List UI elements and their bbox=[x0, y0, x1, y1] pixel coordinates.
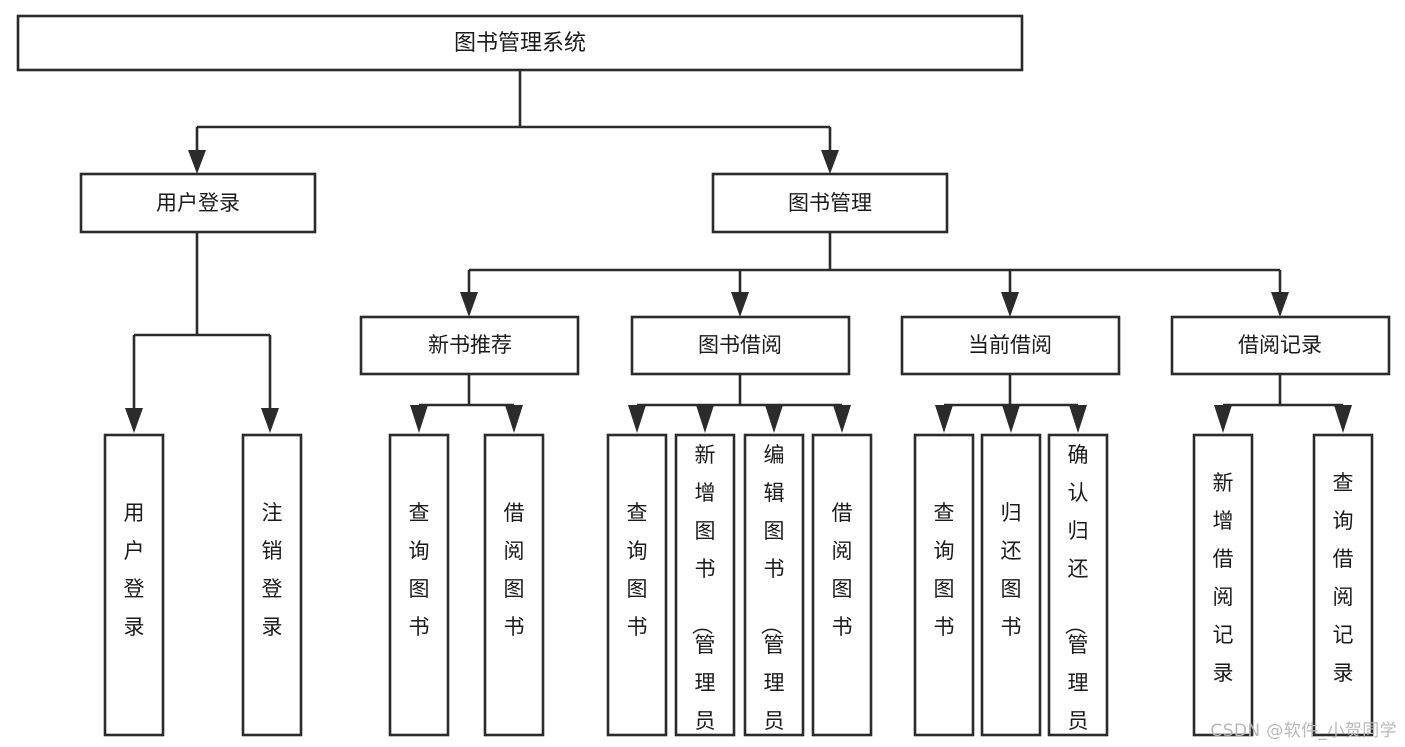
node-leaf-edit-book-box[interactable] bbox=[743, 433, 805, 737]
node-leaf-add-record[interactable]: 新增借阅记录 bbox=[1192, 433, 1254, 737]
node-leaf-add-book[interactable]: 新增图书（管理员） bbox=[674, 433, 736, 747]
node-leaf-add-book-label: 新增图书（管理员） bbox=[690, 443, 716, 747]
node-book-borrow-box[interactable] bbox=[630, 315, 851, 376]
arrow-head-leaf-borrow-book-2 bbox=[833, 405, 851, 433]
arrow-head-book-borrow bbox=[731, 292, 749, 317]
node-current-borrow-box[interactable] bbox=[900, 315, 1121, 376]
node-leaf-query-record-label: 查询借阅记录 bbox=[1333, 471, 1354, 685]
node-root-box[interactable] bbox=[16, 14, 1024, 72]
node-leaf-borrow-book-1-label: 借阅图书 bbox=[504, 501, 525, 639]
node-leaf-query-book-2-label: 查询图书 bbox=[627, 501, 648, 639]
node-borrow-record[interactable]: 借阅记录 bbox=[1170, 315, 1391, 376]
node-current-borrow-label: 当前借阅 bbox=[968, 333, 1052, 357]
node-leaf-return-book[interactable]: 归还图书 bbox=[980, 433, 1042, 737]
arrow-head-leaf-add-record bbox=[1214, 405, 1232, 433]
node-leaf-logout-login[interactable]: 注销登录 bbox=[241, 433, 303, 737]
node-borrow-record-label: 借阅记录 bbox=[1238, 333, 1322, 357]
arrow-head-leaf-query-book-3 bbox=[935, 405, 953, 433]
node-book-management-box[interactable] bbox=[711, 172, 949, 234]
node-leaf-borrow-book-2-box[interactable] bbox=[811, 433, 873, 737]
arrow-head-current-borrow bbox=[1001, 292, 1019, 317]
node-user-login-label: 用户登录 bbox=[156, 191, 240, 215]
node-leaf-query-book-3[interactable]: 查询图书 bbox=[913, 433, 975, 737]
arrow-head-leaf-return-book bbox=[1002, 405, 1020, 433]
node-leaf-borrow-book-1-box[interactable] bbox=[483, 433, 545, 737]
node-leaf-return-book-box[interactable] bbox=[980, 433, 1042, 737]
node-leaf-query-record-box[interactable] bbox=[1312, 433, 1374, 737]
arrow-head-leaf-query-book-2 bbox=[628, 405, 646, 433]
node-book-management[interactable]: 图书管理 bbox=[711, 172, 949, 234]
node-user-login[interactable]: 用户登录 bbox=[79, 172, 317, 234]
node-leaf-logout-login-box[interactable] bbox=[241, 433, 303, 737]
node-leaf-query-book-2[interactable]: 查询图书 bbox=[606, 433, 668, 737]
node-leaf-logout-login-label: 注销登录 bbox=[262, 501, 283, 639]
node-leaf-borrow-book-2-label: 借阅图书 bbox=[832, 501, 853, 639]
arrow-head-leaf-add-book bbox=[696, 405, 714, 433]
node-current-borrow[interactable]: 当前借阅 bbox=[900, 315, 1121, 376]
node-user-login-box[interactable] bbox=[79, 172, 317, 234]
connector-layer bbox=[125, 70, 1352, 433]
arrow-head-leaf-borrow-book-1 bbox=[505, 405, 523, 433]
node-book-management-label: 图书管理 bbox=[788, 191, 872, 215]
arrow-head-leaf-confirm-return bbox=[1069, 405, 1087, 433]
node-leaf-borrow-book-1[interactable]: 借阅图书 bbox=[483, 433, 545, 737]
node-leaf-user-login-box[interactable] bbox=[103, 433, 165, 737]
arrow-head-leaf-logout-login bbox=[261, 408, 279, 433]
node-leaf-return-book-label: 归还图书 bbox=[1001, 501, 1022, 639]
node-leaf-borrow-book-2[interactable]: 借阅图书 bbox=[811, 433, 873, 737]
node-leaf-edit-book-label: 编辑图书（管理员） bbox=[759, 443, 785, 747]
node-leaf-query-book-1-box[interactable] bbox=[388, 433, 450, 737]
node-book-borrow-label: 图书借阅 bbox=[698, 333, 782, 357]
node-leaf-user-login[interactable]: 用户登录 bbox=[103, 433, 165, 737]
node-new-book-recommend-label: 新书推荐 bbox=[428, 333, 512, 357]
arrow-head-leaf-query-book-1 bbox=[410, 405, 428, 433]
node-leaf-add-record-box[interactable] bbox=[1192, 433, 1254, 737]
node-leaf-query-record[interactable]: 查询借阅记录 bbox=[1312, 433, 1374, 737]
node-new-book-recommend[interactable]: 新书推荐 bbox=[359, 315, 580, 376]
node-leaf-add-book-box[interactable] bbox=[674, 433, 736, 737]
arrow-head-user-login bbox=[188, 150, 206, 174]
node-leaf-query-book-3-label: 查询图书 bbox=[934, 501, 955, 639]
arrow-head-new-book-recommend bbox=[460, 292, 478, 317]
node-new-book-recommend-box[interactable] bbox=[359, 315, 580, 376]
arrow-head-book-management bbox=[821, 150, 839, 174]
node-root[interactable]: 图书管理系统 bbox=[16, 14, 1024, 72]
arrow-head-borrow-record bbox=[1271, 292, 1289, 317]
node-leaf-edit-book[interactable]: 编辑图书（管理员） bbox=[743, 433, 805, 747]
node-book-borrow[interactable]: 图书借阅 bbox=[630, 315, 851, 376]
node-borrow-record-box[interactable] bbox=[1170, 315, 1391, 376]
node-leaf-add-record-label: 新增借阅记录 bbox=[1213, 471, 1234, 685]
node-leaf-query-book-2-box[interactable] bbox=[606, 433, 668, 737]
csdn-watermark: CSDN @软件_小贺同学 bbox=[1210, 721, 1397, 741]
node-leaf-user-login-label: 用户登录 bbox=[124, 501, 145, 639]
node-leaf-query-book-1[interactable]: 查询图书 bbox=[388, 433, 450, 737]
node-root-label: 图书管理系统 bbox=[454, 31, 586, 56]
node-leaf-confirm-return[interactable]: 确认归还（管理员） bbox=[1047, 433, 1109, 747]
node-leaf-query-book-1-label: 查询图书 bbox=[409, 501, 430, 639]
arrow-head-leaf-query-record bbox=[1334, 405, 1352, 433]
node-leaf-query-book-3-box[interactable] bbox=[913, 433, 975, 737]
arrow-head-leaf-user-login bbox=[125, 408, 143, 433]
node-leaf-confirm-return-box[interactable] bbox=[1047, 433, 1109, 737]
arrow-head-leaf-edit-book bbox=[765, 405, 783, 433]
node-leaf-confirm-return-label: 确认归还（管理员） bbox=[1063, 443, 1089, 747]
